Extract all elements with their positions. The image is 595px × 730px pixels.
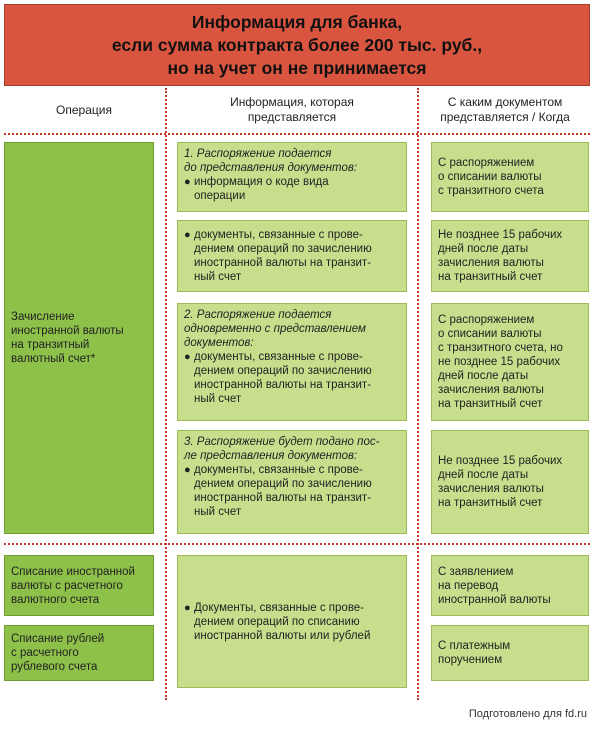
list-item: ● документы, связанные с прове- дением о… — [184, 464, 372, 518]
header-information: Информация, которая представляется — [230, 95, 354, 124]
header-divider — [4, 133, 590, 135]
info-block-1: 1. Распоряжение подается до представлени… — [177, 142, 407, 212]
title-line-2: если сумма контракта более 200 тыс. руб.… — [111, 34, 483, 55]
column-divider-2 — [417, 88, 419, 700]
when-block-1: С распоряжением о списании валюты с тран… — [431, 142, 589, 212]
bullet-icon: ● — [184, 601, 191, 614]
info-block-2: ● документы, связанные с прове- дением о… — [177, 220, 407, 292]
info-block-5: ● Документы, связанные с прове- дением о… — [177, 555, 407, 688]
list-item: ● документы, связанные с прове- дением о… — [184, 351, 372, 405]
list-item: ● документы, связанные с прове- дением о… — [184, 229, 372, 283]
operation-foreign-debit: Списание иностранной валюты с расчетного… — [4, 555, 154, 616]
when-block-6: С платежным поручением — [431, 625, 589, 681]
credit-text: Подготовлено для fd.ru — [468, 708, 587, 720]
when-block-4: Не позднее 15 рабочих дней после даты за… — [431, 430, 589, 534]
list-item: ● информация о коде вида операции — [184, 176, 329, 202]
operation-ruble-debit: Списание рублей с расчетного рублевого с… — [4, 625, 154, 681]
title-line-1: Информация для банка, — [191, 11, 403, 32]
bullet-icon: ● — [184, 229, 191, 241]
page-title: Информация для банка, если сумма контрак… — [4, 4, 590, 86]
column-divider-1 — [165, 88, 167, 700]
info-block-3: 2. Распоряжение подается одновременно с … — [177, 303, 407, 421]
section-divider — [4, 543, 590, 545]
bullet-icon: ● — [184, 176, 191, 188]
header-document: С каким документом представляется / Когд… — [440, 95, 570, 124]
when-block-5: С заявлением на перевод иностранной валю… — [431, 555, 589, 616]
when-block-3: С распоряжением о списании валюты с тран… — [431, 303, 589, 421]
bullet-icon: ● — [184, 351, 191, 363]
title-line-3: но на учет он не принимается — [167, 57, 427, 78]
bullet-icon: ● — [184, 464, 191, 476]
info-block-4: 3. Распоряжение будет подано пос- ле пре… — [177, 430, 407, 534]
when-block-2: Не позднее 15 рабочих дней после даты за… — [431, 220, 589, 292]
operation-transit-credit: Зачисление иностранной валюты на транзит… — [4, 142, 154, 534]
header-operation: Операция — [56, 102, 112, 117]
list-item: ● Документы, связанные с прове- дением о… — [184, 601, 371, 642]
